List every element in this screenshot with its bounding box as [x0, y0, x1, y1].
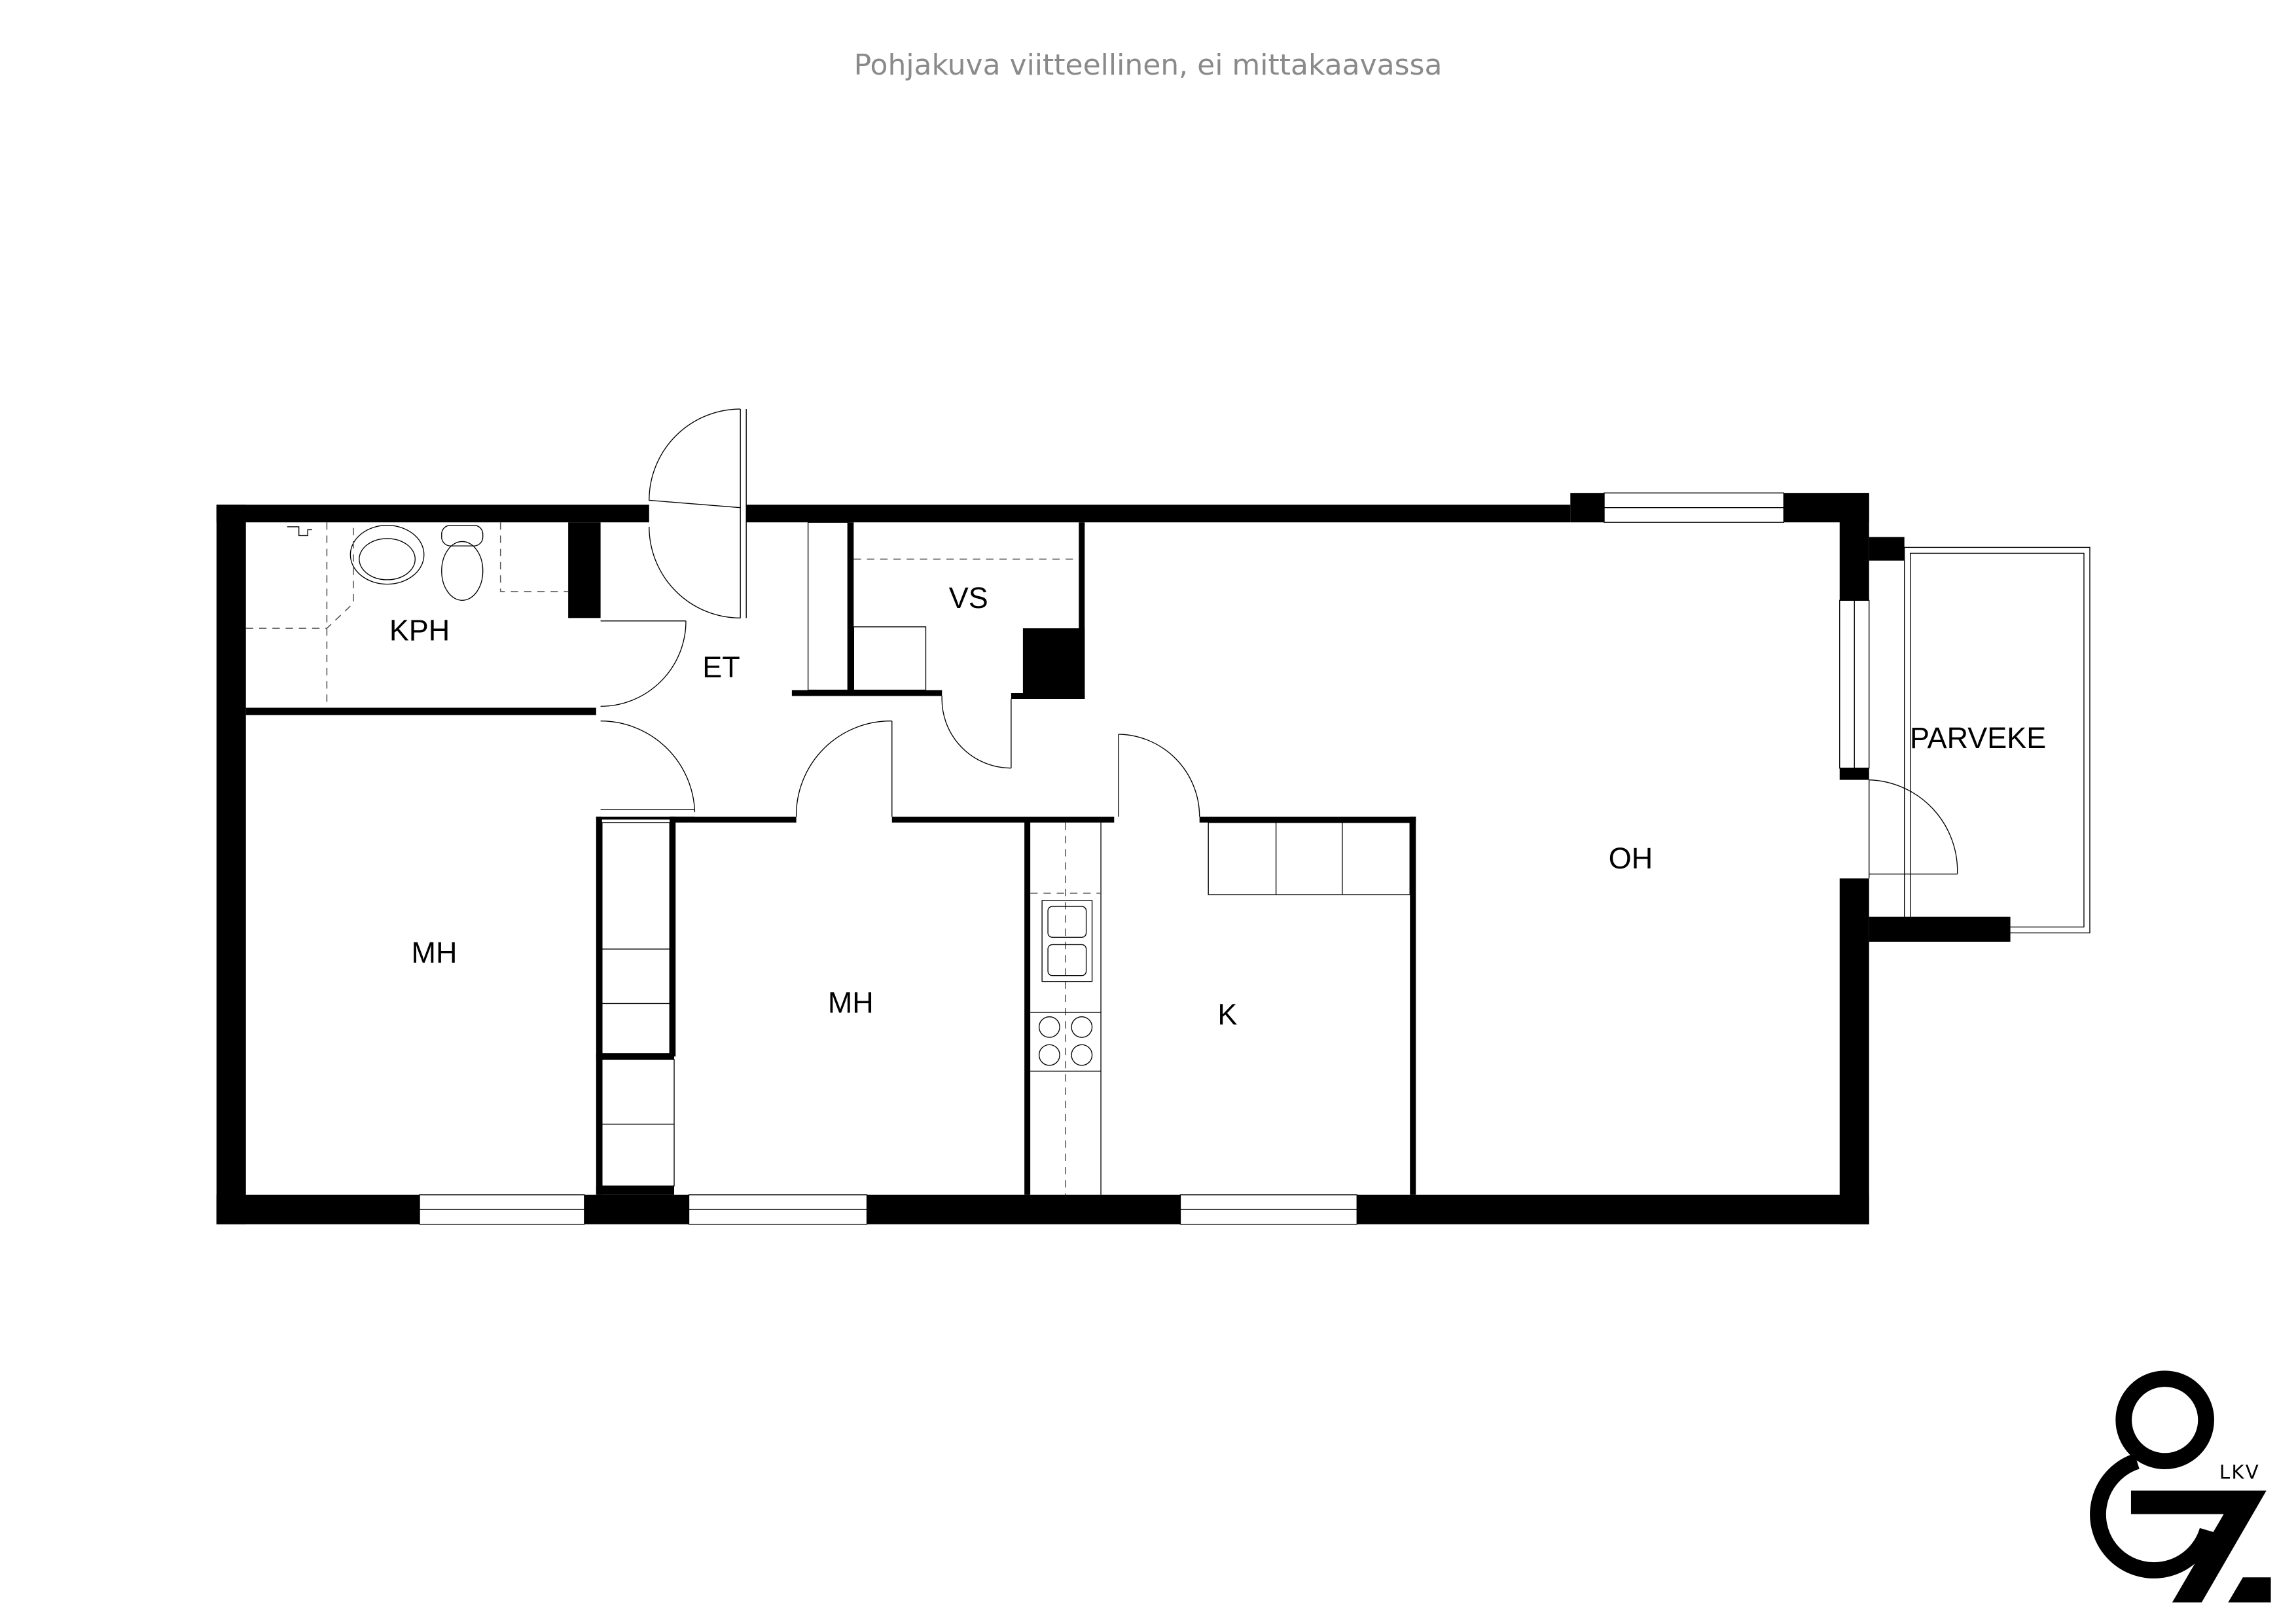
doors [600, 408, 1958, 879]
logo-suffix: LKV [2219, 1461, 2260, 1484]
plan-caption: Pohjakuva viitteellinen, ei mittakaavass… [853, 48, 1443, 82]
room-label-kph: KPH [389, 614, 450, 647]
fixtures [245, 522, 2090, 1195]
company-logo: LKV [2090, 1370, 2271, 1603]
room-label-k: K [1217, 998, 1237, 1031]
room-labels: KPH ET VS MH MH K OH PARVEKE [389, 581, 2046, 1031]
room-label-oh: OH [1609, 842, 1653, 875]
room-label-mh-1: MH [412, 936, 457, 969]
room-label-mh-2: MH [828, 986, 874, 1020]
room-label-vs: VS [949, 581, 988, 615]
room-label-et: ET [702, 651, 740, 684]
windows [419, 492, 1870, 1225]
room-label-parveke: PARVEKE [1910, 721, 2046, 755]
walls [216, 493, 2011, 1224]
